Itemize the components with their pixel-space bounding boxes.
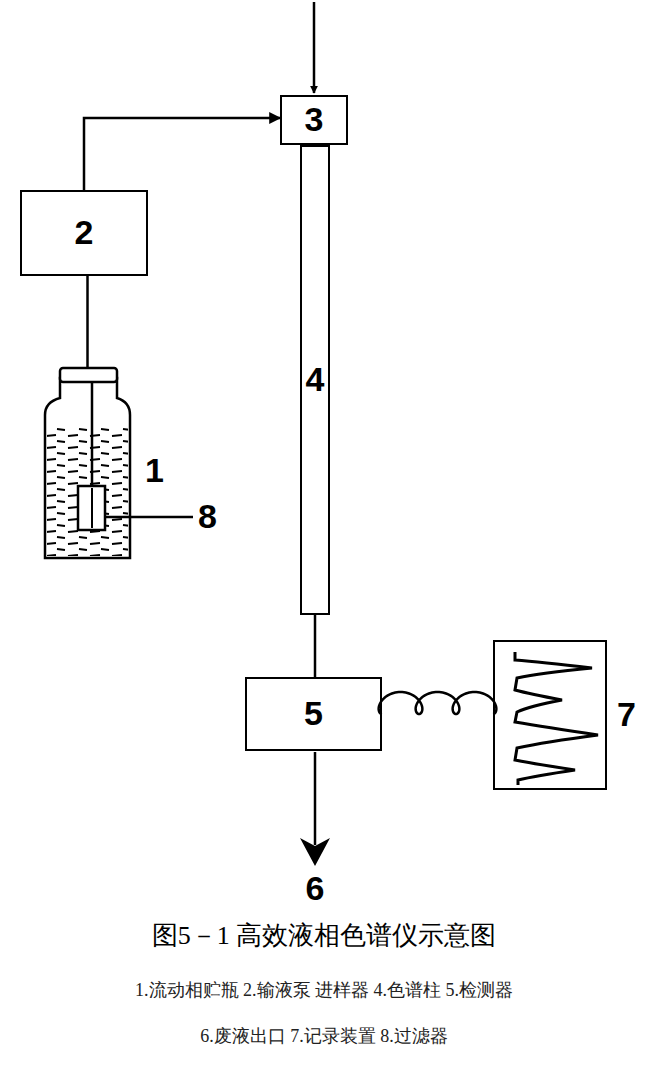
bottle-cap (60, 368, 117, 382)
waste-line (314, 752, 317, 845)
callout-number: 7 (617, 696, 636, 733)
suction-tube (91, 382, 94, 486)
waste-arrowhead (300, 838, 330, 866)
inlet-arrow (313, 2, 316, 93)
leader-line (105, 516, 193, 519)
tube-line (314, 615, 317, 677)
flow-arrow (84, 118, 280, 190)
column-box: 4 (300, 145, 330, 615)
tube-line (86, 276, 89, 368)
tube-line (379, 692, 497, 714)
callout-number: 2 (75, 214, 94, 251)
reservoir-bottle (45, 368, 193, 558)
reservoir-bottle-node: 1 (45, 368, 130, 558)
recorder-box: 7 (493, 640, 607, 790)
callout-number: 3 (305, 101, 324, 138)
pump-box: 2 (20, 190, 148, 276)
mobile-phase-liquid (47, 425, 128, 556)
injector-box: 3 (280, 95, 348, 145)
callout-number: 1 (145, 452, 164, 489)
bottle-outline (45, 378, 130, 558)
chromatogram-trace (515, 652, 598, 785)
callout-number: 5 (304, 695, 323, 732)
legend-text: 1.流动相贮瓶 2.输液泵 进样器 4.色谱柱 5.检测器 (135, 980, 513, 1002)
filter-tube (91, 488, 93, 528)
detector-box: 5 (245, 677, 382, 751)
callout-number: 6 (306, 870, 325, 907)
callout-number: 4 (306, 361, 325, 398)
filter (78, 486, 105, 530)
callout-number: 8 (198, 498, 217, 535)
figure-caption: 图5－1 高效液相色谱仪示意图 (152, 920, 497, 951)
legend-text: 6.废液出口 7.记录装置 8.过滤器 (200, 1026, 448, 1048)
